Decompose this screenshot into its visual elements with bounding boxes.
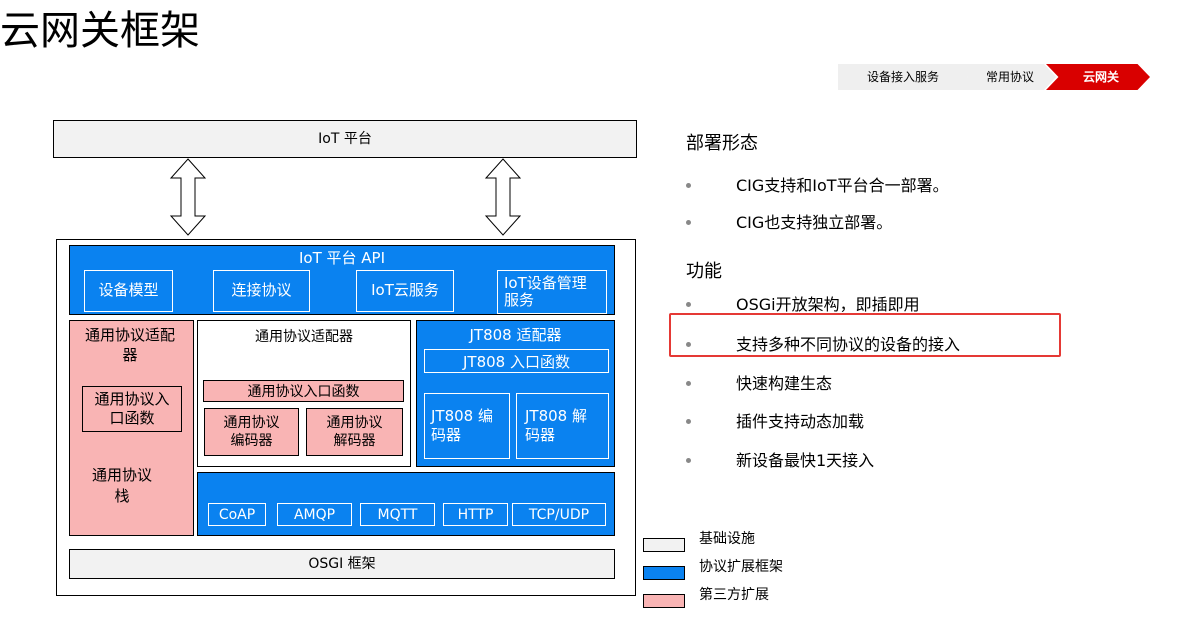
api-iot-cloud-service-box: IoT云服务 [356,270,454,312]
protocol-amqp: AMQP [277,503,352,526]
generic-adapter-entry-function: 通用协议入口函数 [203,380,404,402]
legend-swatch-infrastructure [643,538,685,552]
iot-platform-api-title: IoT 平台 API [298,249,386,267]
api-device-model-box: 设备模型 [84,270,173,312]
bullet-icon [686,220,691,225]
api-connection-protocol-box: 连接协议 [213,270,310,312]
bullet-icon [686,302,691,307]
function-item: 快速构建生态 [736,374,833,393]
api-device-management-box: IoT设备管理服务 [497,270,607,314]
protocol-coap: CoAP [208,503,266,526]
breadcrumb-item-device-access[interactable]: 设备接入服务 [838,64,968,90]
generic-adapter-title: 通用协议适配器 [255,329,353,345]
function-item: 插件支持动态加载 [736,412,865,431]
double-arrow-icon [484,158,522,236]
breadcrumb-item-common-protocols[interactable]: 常用协议 [956,64,1056,90]
osgi-framework-box: OSGI 框架 [69,549,615,579]
bullet-icon [686,183,691,188]
protocol-tcp-udp: TCP/UDP [512,503,606,526]
legend-swatch-protocol-framework [643,566,685,580]
pink-adapter-entry-function: 通用协议入口函数 [82,386,182,432]
jt808-decoder: JT808 解码器 [516,393,609,459]
deployment-item: CIG也支持独立部署。 [736,213,893,232]
legend-label-third-party: 第三方扩展 [699,587,769,603]
function-item: 新设备最快1天接入 [736,451,875,470]
jt808-entry-function: JT808 入口函数 [424,349,609,373]
double-arrow-icon [169,158,207,236]
pink-adapter-title: 通用协议适配器 [84,326,175,364]
jt808-encoder: JT808 编码器 [424,393,510,459]
breadcrumb-item-cloud-gateway[interactable]: 云网关 [1046,64,1150,90]
bullet-icon [686,458,691,463]
highlight-box [669,313,1061,357]
function-heading: 功能 [686,261,722,282]
iot-platform-box: IoT 平台 [53,120,637,158]
bullet-icon [686,342,691,347]
jt808-adapter-title: JT808 适配器 [469,326,562,344]
page-title: 云网关框架 [0,8,200,54]
function-item: OSGi开放架构，即插即用 [736,295,920,314]
pink-protocol-stack: 通用协议栈 [91,466,152,505]
legend-label-infrastructure: 基础设施 [699,531,755,547]
legend-swatch-third-party [643,594,685,608]
function-item: 支持多种不同协议的设备的接入 [736,335,961,354]
deployment-heading: 部署形态 [686,133,758,154]
generic-adapter-encoder: 通用协议编码器 [204,408,299,456]
bullet-icon [686,381,691,386]
generic-adapter-decoder: 通用协议解码器 [306,408,403,456]
protocol-mqtt: MQTT [360,503,435,526]
iot-platform-api-band [69,245,615,315]
bullet-icon [686,419,691,424]
legend-label-protocol-framework: 协议扩展框架 [699,559,783,575]
protocol-http: HTTP [443,503,508,526]
deployment-item: CIG支持和IoT平台合一部署。 [736,176,949,195]
